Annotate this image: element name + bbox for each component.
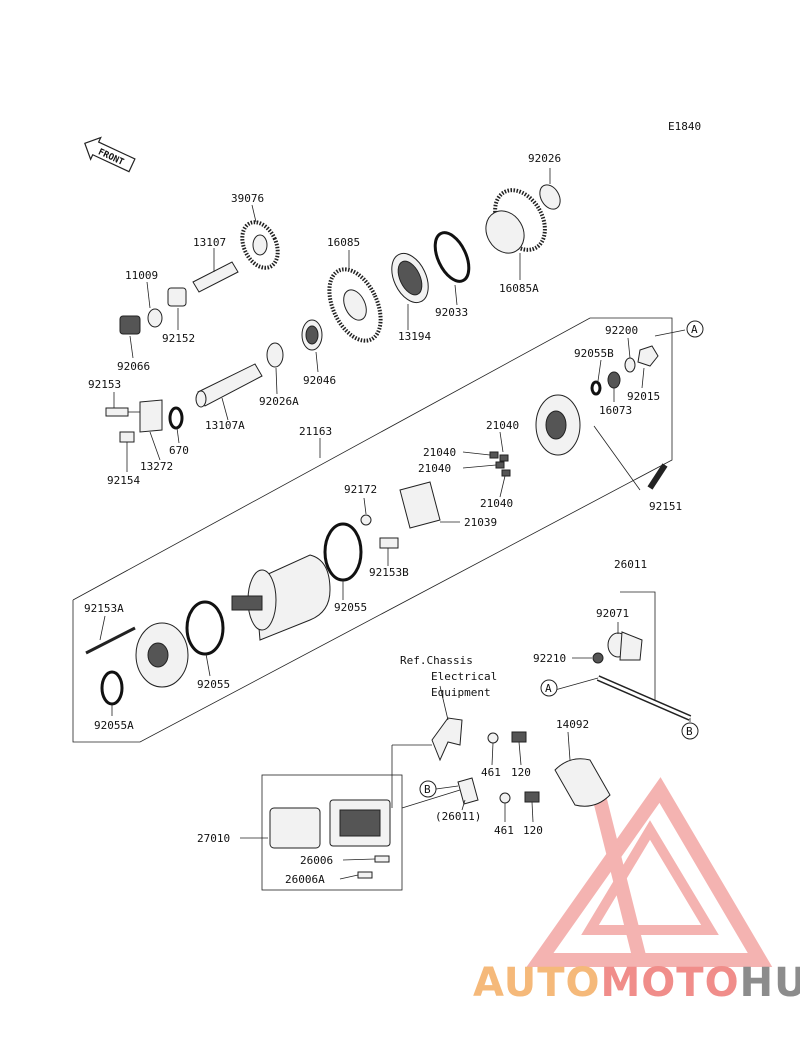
part-label-21040-left1: 21040	[423, 446, 456, 459]
leader-lines	[99, 168, 691, 880]
svg-text:Equipment: Equipment	[431, 686, 491, 699]
part-label-92033: 92033	[435, 306, 468, 319]
part-label-16085a: 16085A	[499, 282, 539, 295]
part-label-461-lower: 461	[494, 824, 514, 837]
part-label-92172: 92172	[344, 483, 377, 496]
watermark-brand: AUTOMOTOHUB	[473, 960, 800, 1006]
part-label-92055-upper: 92055	[334, 601, 367, 614]
part-label-92026: 92026	[528, 152, 561, 165]
part-label-92152: 92152	[162, 332, 195, 345]
part-label-21040-bottom: 21040	[480, 497, 513, 510]
part-label-92153b: 92153B	[369, 566, 409, 579]
svg-text:AUTOMOTOHUB: AUTOMOTOHUB	[473, 960, 800, 1006]
svg-text:B: B	[686, 725, 693, 738]
part-label-92066: 92066	[117, 360, 150, 373]
part-label-92046: 92046	[303, 374, 336, 387]
svg-text:Ref.Chassis: Ref.Chassis	[400, 654, 473, 667]
part-label-16085: 16085	[327, 236, 360, 249]
watermark-hub: HUB	[740, 960, 800, 1006]
part-label-92055-lower: 92055	[197, 678, 230, 691]
part-label-13107: 13107	[193, 236, 226, 249]
watermark-moto: MOTO	[601, 960, 740, 1006]
part-label-92071: 92071	[596, 607, 629, 620]
part-label-14092: 14092	[556, 718, 589, 731]
part-label-21040-left2: 21040	[418, 462, 451, 475]
relay-frame	[261, 774, 403, 891]
part-label-16073: 16073	[599, 404, 632, 417]
part-label-13272: 13272	[140, 460, 173, 473]
part-label-13107a: 13107A	[205, 419, 245, 432]
watermark-logo	[526, 777, 773, 967]
part-label-92210: 92210	[533, 652, 566, 665]
part-label-92026a: 92026A	[259, 395, 299, 408]
part-label-92151: 92151	[649, 500, 682, 513]
part-label-461-upper: 461	[481, 766, 501, 779]
callout-b-left: B	[419, 780, 437, 798]
part-label-92154: 92154	[107, 474, 140, 487]
assembly-frame	[72, 317, 673, 743]
part-label-670: 670	[169, 444, 189, 457]
part-label-13194: 13194	[398, 330, 431, 343]
part-label-92200: 92200	[605, 324, 638, 337]
part-label-21040-top: 21040	[486, 419, 519, 432]
part-label-92153: 92153	[88, 378, 121, 391]
part-label-26011: 26011	[614, 558, 647, 571]
part-label-120-upper: 120	[511, 766, 531, 779]
part-shapes	[85, 184, 692, 879]
part-label-92055a: 92055A	[94, 719, 134, 732]
front-arrow-icon: FRONT	[84, 136, 136, 173]
part-label-92015: 92015	[627, 390, 660, 403]
svg-text:A: A	[545, 682, 552, 695]
part-labels: 92026 39076 13107 16085 11009 92152 9206…	[84, 152, 682, 886]
part-label-26006a: 26006A	[285, 873, 325, 886]
svg-text:B: B	[424, 783, 431, 796]
reference-note: Ref.Chassis Electrical Equipment	[400, 654, 497, 699]
part-label-26006: 26006	[300, 854, 333, 867]
part-label-120-lower: 120	[523, 824, 543, 837]
callout-a-bottom: A	[540, 679, 558, 697]
part-label-92153a: 92153A	[84, 602, 124, 615]
watermark-auto: AUTO	[473, 960, 601, 1006]
part-label-26011-paren: (26011)	[435, 810, 481, 823]
part-label-21163: 21163	[299, 425, 332, 438]
part-label-21039: 21039	[464, 516, 497, 529]
callout-a-top: A	[686, 320, 704, 338]
callout-b-right: B	[681, 722, 699, 740]
part-label-11009: 11009	[125, 269, 158, 282]
svg-text:Electrical: Electrical	[431, 670, 497, 683]
svg-text:A: A	[691, 323, 698, 336]
bracket-26011	[620, 591, 656, 700]
part-label-39076: 39076	[231, 192, 264, 205]
diagram-code: E1840	[668, 120, 701, 133]
part-label-92055b: 92055B	[574, 347, 614, 360]
part-label-27010: 27010	[197, 832, 230, 845]
